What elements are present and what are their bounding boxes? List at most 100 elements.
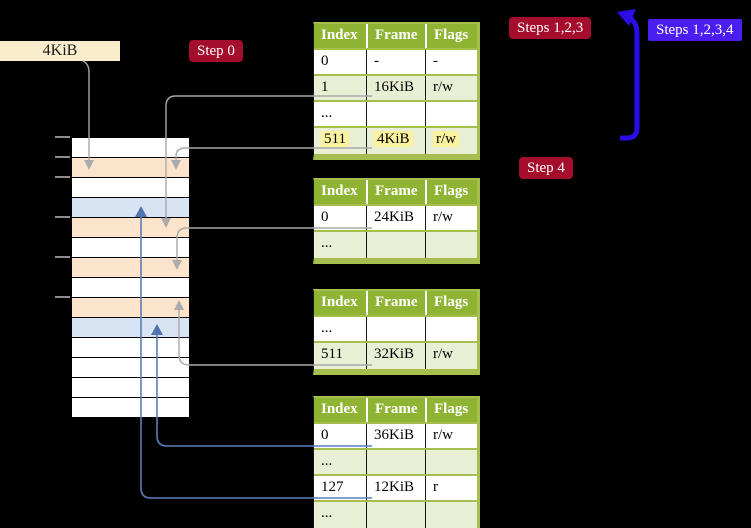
memory-row-4 [72, 198, 189, 218]
column-header: Frame [366, 398, 425, 422]
step-0-badge: Step 0 [189, 40, 243, 62]
memory-row-6 [72, 238, 189, 258]
highlighted-value: r/w [433, 131, 459, 147]
column-header: Index [321, 183, 358, 199]
table-cell: 511 [314, 128, 366, 154]
column-header: Index [321, 401, 358, 417]
column-header: Index [321, 294, 358, 310]
table-cell: 12KiB [366, 476, 425, 500]
table-cell: 0 [321, 209, 329, 225]
table-cell: r/w [425, 128, 477, 154]
table-cell: 127 [321, 479, 344, 495]
memory-row-7 [72, 258, 189, 278]
table-cell [425, 232, 477, 258]
column-header: Flags [425, 24, 477, 48]
table-cell: ... [321, 505, 333, 521]
table-cell: - [366, 50, 425, 74]
table-cell: 511 [321, 346, 343, 362]
page-size-box: 4KiB [0, 41, 120, 61]
step-4-badge: Step 4 [519, 157, 573, 179]
table-row: ... [314, 317, 477, 343]
table-cell: 4KiB [366, 128, 425, 154]
table-cell [425, 502, 477, 528]
memory-row-8 [72, 278, 189, 298]
memory-row-3 [72, 178, 189, 198]
table-cell [425, 102, 477, 126]
address-tick [55, 136, 70, 138]
table-cell [366, 502, 425, 528]
table-cell: 24KiB [366, 206, 425, 230]
memory-column [71, 137, 190, 418]
table-cell: r/w [425, 206, 477, 230]
table-cell: r/w [425, 76, 477, 100]
address-tick [55, 296, 70, 298]
highlighted-value: 511 [321, 131, 349, 147]
column-header: Flags [425, 180, 477, 204]
table-row: ... [314, 102, 477, 128]
table-row: ... [314, 450, 477, 476]
table-cell: 36KiB [366, 424, 425, 448]
memory-row-1 [72, 138, 189, 158]
address-tick [55, 216, 70, 218]
steps-123-badge: Steps 1,2,3 [509, 17, 592, 39]
table-cell [366, 102, 425, 126]
memory-row-11 [72, 338, 189, 358]
column-header: Flags [425, 291, 477, 315]
column-header: Frame [366, 291, 425, 315]
highlighted-value: 4KiB [374, 131, 413, 147]
table-cell: ... [321, 320, 333, 336]
table-cell: 1 [321, 79, 329, 95]
table-cell [366, 232, 425, 258]
table-cell: r/w [425, 424, 477, 448]
column-header: Index [321, 27, 358, 43]
table-cell: r/w [425, 343, 477, 369]
memory-row-12 [72, 358, 189, 378]
table-cell [366, 317, 425, 341]
address-tick [55, 176, 70, 178]
table-cell [366, 450, 425, 474]
table-cell: 32KiB [366, 343, 425, 369]
table-row: 0 -- [314, 50, 477, 76]
address-tick [55, 156, 70, 158]
column-header: Frame [366, 180, 425, 204]
table-row: ... [314, 502, 477, 528]
memory-row-10 [72, 318, 189, 338]
table-cell: ... [321, 105, 333, 121]
table-cell [425, 317, 477, 341]
memory-row-5 [72, 218, 189, 238]
table-cell: 16KiB [366, 76, 425, 100]
table-cell: 0 [321, 427, 329, 443]
table-cell: - [425, 50, 477, 74]
table-row: 511 4KiB r/w [314, 128, 477, 154]
memory-row-9 [72, 298, 189, 318]
table-cell: 0 [321, 53, 329, 69]
memory-row-13 [72, 378, 189, 398]
column-header: Frame [366, 24, 425, 48]
mini-arrowhead-left-icon [481, 131, 490, 141]
address-tick [55, 256, 70, 258]
table-row: ... [314, 232, 477, 258]
memory-row-2 [72, 158, 189, 178]
loop-arrowhead-up-left-icon [617, 9, 636, 26]
table-cell: ... [321, 235, 333, 251]
column-header: Flags [425, 398, 477, 422]
table-cell: ... [321, 453, 333, 469]
loop-arrow-table1-bottom-to-top [620, 14, 640, 141]
steps-1234-badge: Steps 1,2,3,4 [648, 19, 742, 41]
table-cell [425, 450, 477, 474]
memory-row-14 [72, 398, 189, 417]
